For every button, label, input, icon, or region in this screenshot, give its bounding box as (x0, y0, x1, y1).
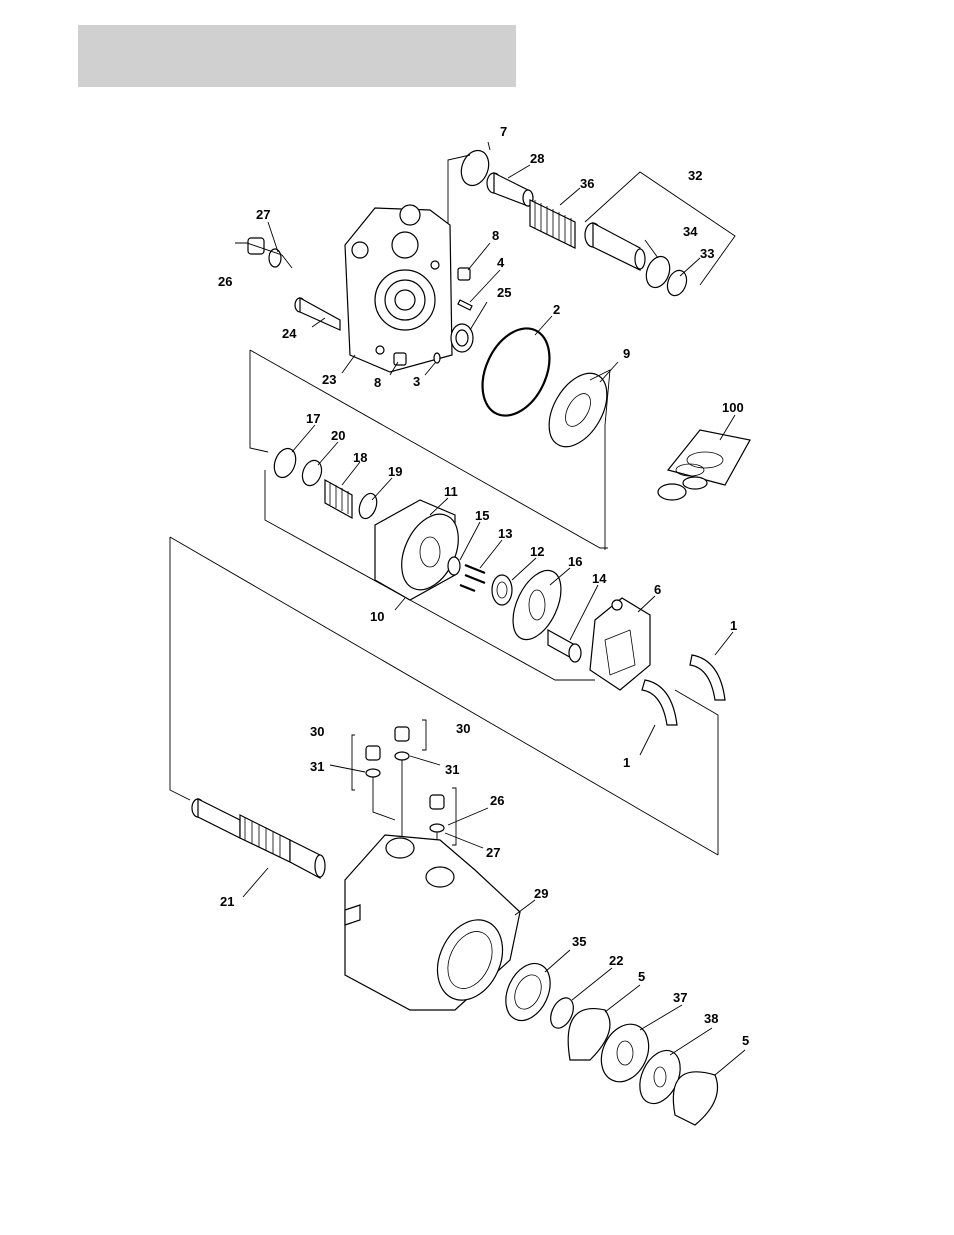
part-2-gasket-ring (469, 318, 562, 427)
part-31-washer-left (366, 769, 380, 777)
part-14-piston (548, 630, 581, 662)
callout-11: 11 (444, 484, 458, 499)
callout-20: 20 (331, 428, 345, 443)
callout-34: 34 (683, 224, 698, 239)
callout-3: 3 (413, 374, 420, 389)
callout-1-upper: 1 (730, 618, 737, 633)
part-27-washer-bottom (430, 824, 444, 832)
part-23-cover-housing (345, 205, 452, 372)
part-29-main-housing (345, 835, 520, 1011)
part-1-bearing-upper (690, 655, 725, 700)
callout-21: 21 (220, 894, 234, 909)
part-9-valve-plate (537, 363, 619, 550)
part-28-piston (487, 165, 533, 206)
callout-5-lower: 5 (742, 1033, 749, 1048)
callout-7: 7 (500, 124, 507, 139)
callout-26: 26 (218, 274, 232, 289)
part-18-spring (325, 480, 352, 518)
callout-6: 6 (654, 582, 661, 597)
callout-18: 18 (353, 450, 367, 465)
callout-5-upper: 5 (638, 969, 645, 984)
callout-14: 14 (592, 571, 607, 586)
callout-4: 4 (497, 255, 505, 270)
callout-30-left: 30 (310, 724, 324, 739)
callout-100: 100 (722, 400, 744, 415)
part-35-bearing (497, 956, 559, 1027)
bracket-rotating-group (250, 350, 268, 452)
callout-25: 25 (497, 285, 511, 300)
part-11-cylinder-block (375, 500, 470, 600)
callout-8-lower: 8 (374, 375, 381, 390)
callout-9: 9 (623, 346, 630, 361)
callout-29: 29 (534, 886, 548, 901)
part-36-spring (530, 188, 580, 248)
part-8-pin-bottom (394, 353, 406, 365)
part-13-pins (460, 565, 485, 591)
callout-23: 23 (322, 372, 336, 387)
callout-10: 10 (370, 609, 384, 624)
callout-33: 33 (700, 246, 714, 261)
callout-28: 28 (530, 151, 544, 166)
part-12-ball-guide (492, 575, 512, 605)
callout-22: 22 (609, 953, 623, 968)
part-30-plug-left (352, 735, 380, 790)
callout-2: 2 (553, 302, 560, 317)
part-25-bearing (451, 324, 473, 352)
part-21-drive-shaft (192, 799, 325, 878)
callout-31-left: 31 (310, 759, 324, 774)
callout-1-lower: 1 (623, 755, 630, 770)
part-100-seal-kit (658, 430, 750, 500)
callout-13: 13 (498, 526, 512, 541)
part-1-bearing-lower (642, 680, 677, 725)
callout-30-right: 30 (456, 721, 470, 736)
part-26-plug-top (235, 238, 292, 268)
callout-19: 19 (388, 464, 402, 479)
callout-38: 38 (704, 1011, 718, 1026)
part-6-swashplate (590, 598, 650, 690)
callout-8: 8 (492, 228, 499, 243)
callout-31-right: 31 (445, 762, 459, 777)
part-20-washer (299, 458, 325, 489)
part-5-snap-ring-lower (673, 1072, 717, 1125)
callout-35: 35 (572, 934, 586, 949)
callout-27: 27 (256, 207, 270, 222)
callout-24: 24 (282, 326, 297, 341)
callout-32: 32 (688, 168, 702, 183)
callout-17: 17 (306, 411, 320, 426)
callout-36: 36 (580, 176, 594, 191)
bracket-bearings (675, 690, 718, 855)
callout-12: 12 (530, 544, 544, 559)
part-26-plug-bottom (430, 788, 456, 845)
callout-16: 16 (568, 554, 582, 569)
part-30-plug-right (395, 720, 426, 750)
part-17-ring (270, 445, 299, 480)
part-31-washer-right (395, 752, 409, 760)
callout-37: 37 (673, 990, 687, 1005)
part-15-ring (448, 557, 460, 575)
callout-26-lower: 26 (490, 793, 504, 808)
part-3-oring (434, 353, 440, 363)
part-24-bolt (295, 298, 340, 330)
callout-27-lower: 27 (486, 845, 500, 860)
callout-15: 15 (475, 508, 489, 523)
bracket-shaft (170, 537, 190, 800)
